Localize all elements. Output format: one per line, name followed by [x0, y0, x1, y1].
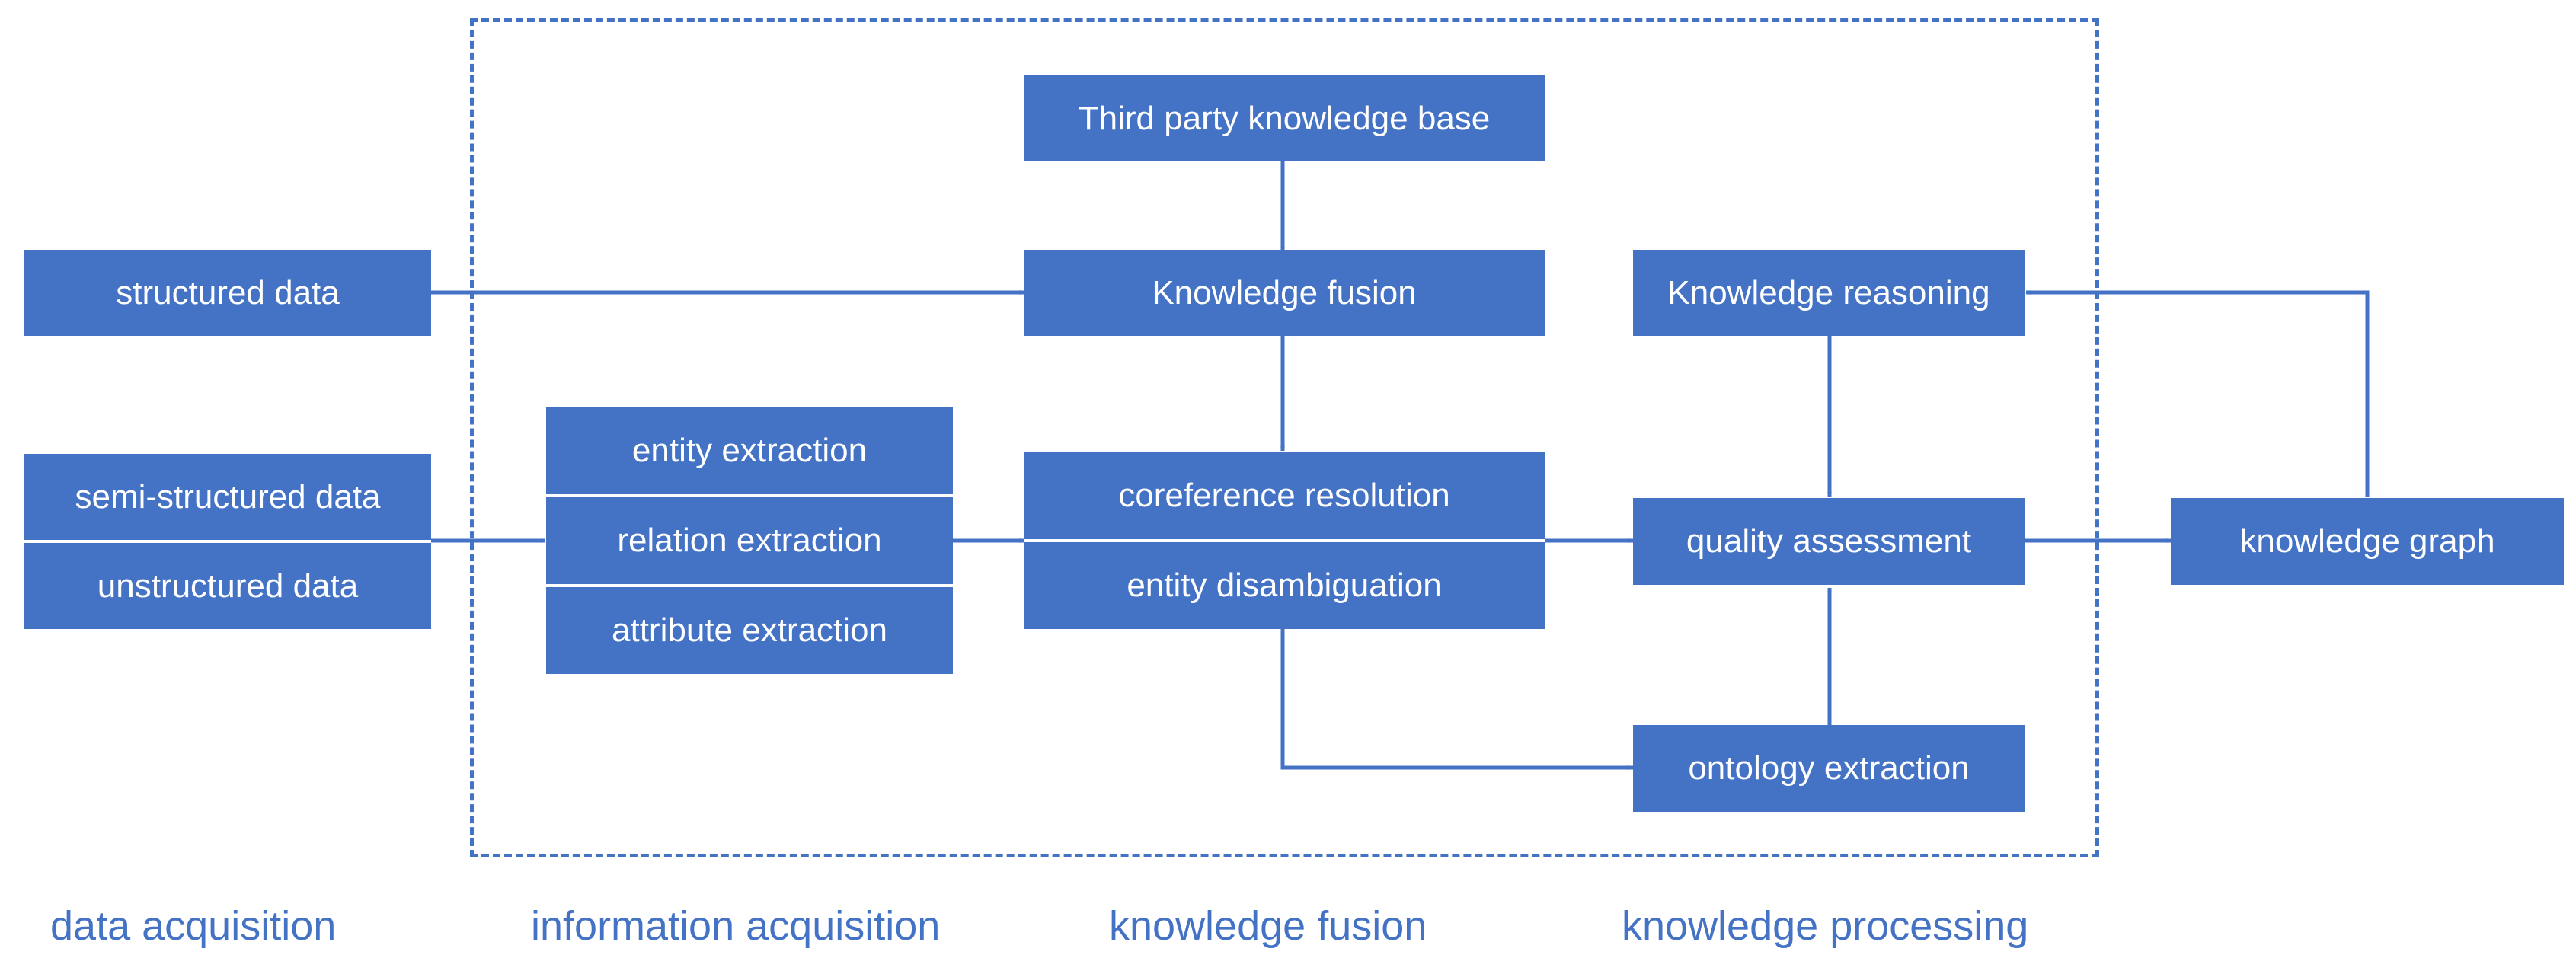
fusion-stack: coreference resolution entity disambigua…: [1024, 452, 1545, 629]
knowledge-fusion-box: Knowledge fusion: [1024, 250, 1545, 336]
ontology-extraction-box: ontology extraction: [1633, 725, 2025, 812]
stage-label-information-acquisition: information acquisition: [531, 903, 941, 949]
arrow-graph-to-reasoning: [2025, 290, 2370, 497]
entity-extraction-box: entity extraction: [546, 407, 953, 494]
stage-label-data-acquisition: data acquisition: [50, 903, 337, 949]
unstructured-data-box: unstructured data: [24, 540, 431, 629]
relation-extraction-box: relation extraction: [546, 494, 953, 584]
knowledge-graph-box: knowledge graph: [2171, 498, 2564, 585]
attribute-extraction-box: attribute extraction: [546, 584, 953, 674]
processing-frame: [470, 18, 2099, 857]
arrow-disambiguation-to-ontology: [1280, 629, 1634, 770]
coreference-resolution-box: coreference resolution: [1024, 452, 1545, 539]
quality-assessment-box: quality assessment: [1633, 498, 2025, 585]
source-data-stack: semi-structured data unstructured data: [24, 454, 431, 629]
stage-label-knowledge-processing: knowledge processing: [1622, 903, 2029, 949]
extraction-stack: entity extraction relation extraction at…: [546, 407, 953, 674]
third-party-knowledge-base-box: Third party knowledge base: [1024, 75, 1545, 161]
semi-structured-data-box: semi-structured data: [24, 454, 431, 540]
entity-disambiguation-box: entity disambiguation: [1024, 539, 1545, 629]
knowledge-reasoning-box: Knowledge reasoning: [1633, 250, 2025, 336]
structured-data-box: structured data: [24, 250, 431, 336]
stage-label-knowledge-fusion: knowledge fusion: [1109, 903, 1427, 949]
